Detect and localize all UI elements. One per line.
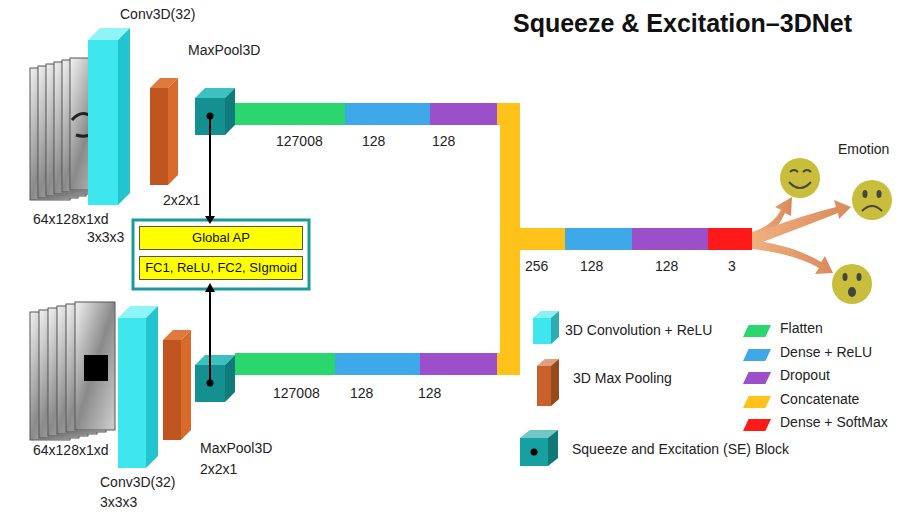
legend-swatch-shape xyxy=(520,430,558,466)
legend-text: Dense + SoftMax xyxy=(780,414,888,431)
swatch-face xyxy=(551,359,559,406)
legend-text: Flatten xyxy=(780,320,823,337)
legend-swatch-shape xyxy=(537,359,559,406)
pool-size: 2x2x1 xyxy=(163,192,200,209)
legend-swatch xyxy=(743,372,771,384)
se-step-text: FC1, ReLU, FC2, SIgmoid xyxy=(145,260,297,276)
sad-face xyxy=(852,180,892,220)
layer-size: 128 xyxy=(580,258,603,275)
layer-size: 128 xyxy=(418,385,441,402)
layer-size: 3 xyxy=(728,258,736,275)
swatch-face xyxy=(551,311,559,344)
layer-name: MaxPool3D xyxy=(200,440,272,457)
se-cube xyxy=(195,355,235,402)
layer-size: 128 xyxy=(432,133,455,150)
conv3d-slab xyxy=(88,28,130,205)
swatch-face xyxy=(533,318,551,344)
swatch-face xyxy=(551,311,559,344)
maxpool-slab xyxy=(163,330,191,440)
layer-size: 256 xyxy=(525,258,548,275)
output-name: Emotion xyxy=(838,141,889,158)
se-cube xyxy=(195,88,235,135)
layer-size: 127008 xyxy=(276,133,323,150)
swatch-face xyxy=(520,438,548,466)
legend-swatch xyxy=(533,311,559,344)
layer-size: 128 xyxy=(655,258,678,275)
happy-face xyxy=(780,158,820,198)
legend-swatch xyxy=(537,359,559,406)
input-frames xyxy=(30,302,115,440)
legend-swatch xyxy=(743,325,771,337)
layer-bands xyxy=(235,103,752,375)
legend-text: 3D Convolution + ReLU xyxy=(565,322,712,339)
legend-swatch xyxy=(743,349,771,361)
layer-name: Conv3D(32) xyxy=(100,474,175,491)
layer-size: 128 xyxy=(362,133,385,150)
se-step-box: FC1, ReLU, FC2, SIgmoid xyxy=(139,256,303,280)
surprised-face xyxy=(832,264,872,304)
kernel-size: 3x3x3 xyxy=(100,494,137,511)
pool-size: 2x2x1 xyxy=(200,461,237,478)
swatch-face xyxy=(548,430,558,466)
layer-name: MaxPool3D xyxy=(188,42,260,59)
swatch-dot xyxy=(531,449,538,456)
input-size: 64x128x1xd xyxy=(33,442,109,459)
legend-text: Concatenate xyxy=(780,391,859,408)
swatch-face xyxy=(551,359,559,406)
se-step-box: Global AP xyxy=(139,226,303,250)
diagram-title: Squeeze & Excitation–3DNet xyxy=(513,8,852,38)
legend-swatch-shape xyxy=(533,311,559,344)
legend-swatch xyxy=(743,419,771,431)
layer-name: Conv3D(32) xyxy=(120,6,195,23)
legend-text: Dense + ReLU xyxy=(780,344,872,361)
kernel-size: 3x3x3 xyxy=(87,229,124,246)
legend-text: 3D Max Pooling xyxy=(573,370,672,387)
layer-size: 128 xyxy=(350,385,373,402)
swatch-face xyxy=(548,430,558,466)
swatch-face xyxy=(537,366,551,406)
se-block-outline xyxy=(133,220,309,289)
legend-swatch xyxy=(520,430,558,466)
legend-text: Squeeze and Excitation (SE) Block xyxy=(572,441,789,458)
conv3d-slab xyxy=(118,306,158,468)
input-size: 64x128x1xd xyxy=(33,211,109,228)
se-step-text: Global AP xyxy=(192,230,250,246)
legend-swatch xyxy=(743,396,771,408)
layer-size: 127008 xyxy=(273,385,320,402)
legend-text: Dropout xyxy=(780,367,830,384)
output-arrows xyxy=(752,197,851,274)
maxpool-slab xyxy=(150,78,178,185)
